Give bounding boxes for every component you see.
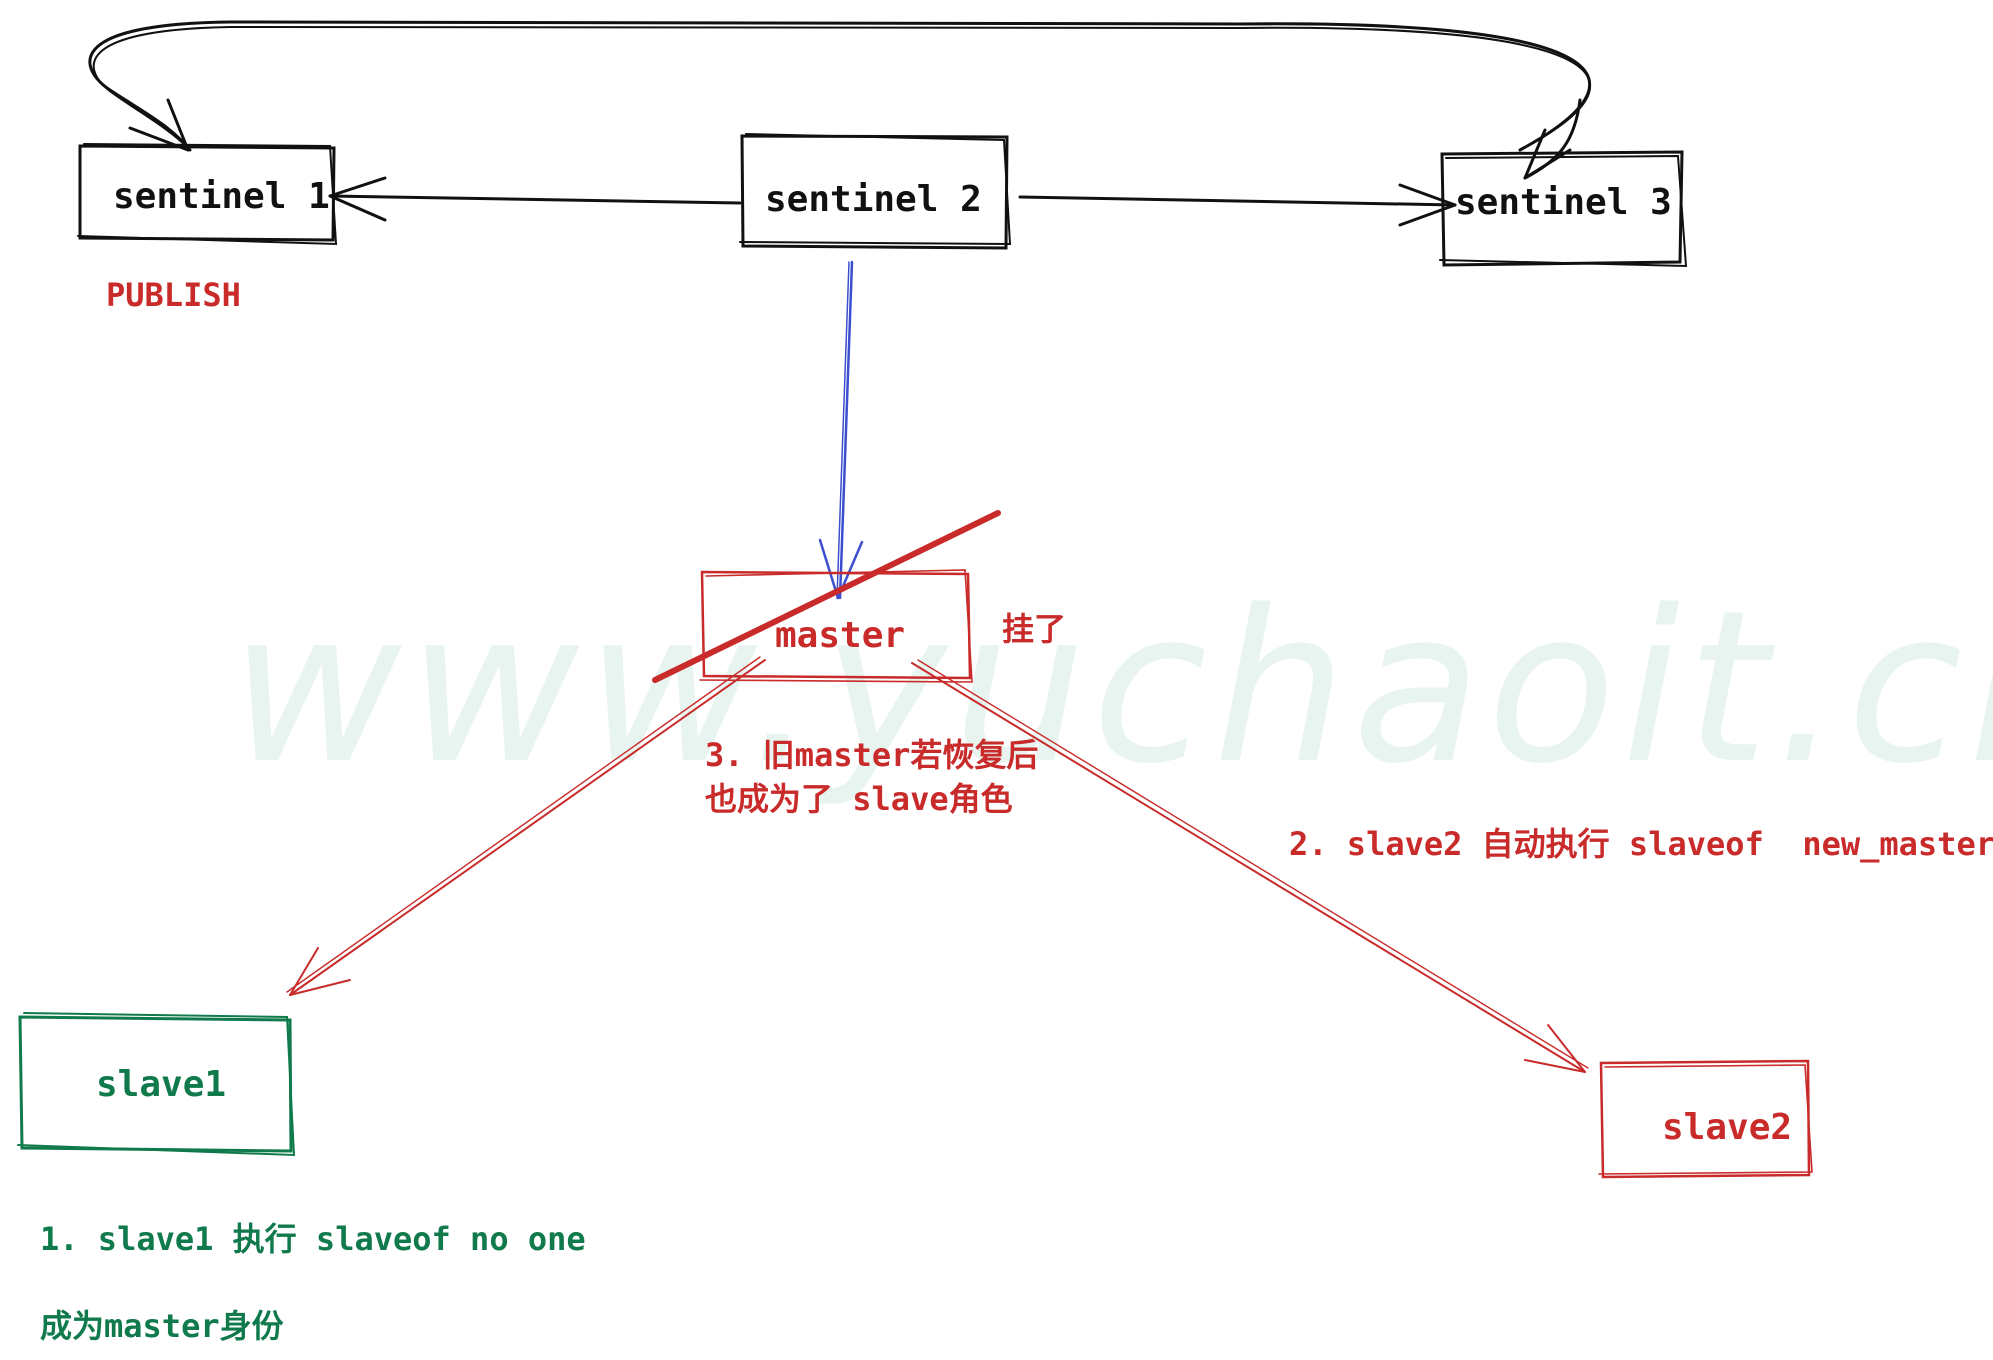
- node-sentinel-3: [1439, 150, 1688, 268]
- note-step3-line1: 3. 旧master若恢复后: [705, 736, 1038, 774]
- note-publish: PUBLISH: [106, 276, 241, 314]
- master-strike-line: [652, 510, 1001, 683]
- note-step2: 2. slave2 自动执行 slaveof new_master: [1289, 825, 1993, 863]
- arrow-sentinel2-to-sentinel1: [328, 176, 742, 222]
- label-slave1: slave1: [96, 1064, 226, 1105]
- label-master: master: [775, 615, 905, 656]
- arrow-sentinel2-to-master: [818, 260, 864, 600]
- note-step1-line1: 1. slave1 执行 slaveof no one: [40, 1220, 586, 1258]
- note-step3-line2: 也成为了 slave角色: [705, 780, 1013, 818]
- arrow-master-to-slave1: [286, 656, 766, 996]
- arrow-master-to-slave2: [911, 659, 1589, 1073]
- node-slave2: [1598, 1059, 1813, 1179]
- arrow-sentinel2-to-sentinel3: [1018, 183, 1457, 227]
- note-master-down: 挂了: [1002, 610, 1066, 648]
- label-sentinel-2: sentinel 2: [765, 179, 982, 220]
- label-sentinel-1: sentinel 1: [113, 176, 330, 217]
- arrow-sentinel3-to-sentinel1: [88, 20, 1591, 152]
- node-sentinel-2: [739, 133, 1012, 250]
- node-slave1: [17, 1012, 296, 1157]
- node-master: [699, 569, 973, 683]
- arrow-loop-head-sentinel3: [1523, 98, 1582, 180]
- label-sentinel-3: sentinel 3: [1455, 182, 1672, 223]
- watermark-text: www.yuchaoit.cn: [230, 565, 1993, 810]
- note-step1-line2: 成为master身份: [40, 1307, 284, 1345]
- node-sentinel-1: [77, 143, 338, 246]
- label-slave2: slave2: [1662, 1107, 1792, 1148]
